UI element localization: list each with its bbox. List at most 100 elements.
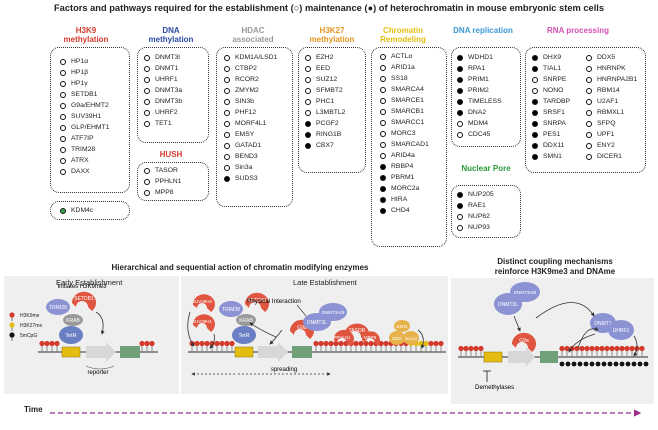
open-circle-icon xyxy=(60,80,66,87)
filled-circle-icon xyxy=(457,202,463,209)
box-remodeling xyxy=(371,47,447,247)
legend-item: H3K27me xyxy=(7,321,42,331)
factor-name: RBMXL1 xyxy=(597,109,625,116)
col-head-hdac: HDAC associated xyxy=(232,26,274,44)
list-item: PHC1 xyxy=(305,96,345,107)
factor-name: SFPQ xyxy=(597,120,616,127)
histone-mark xyxy=(624,345,630,352)
list-item: SUZ12 xyxy=(305,74,345,85)
list-item: L3MBTL2 xyxy=(305,107,345,118)
factor-name: PCGF2 xyxy=(316,120,339,127)
nucleosome-box xyxy=(120,346,140,358)
legend: H3K9me H3K27me 5mCpG xyxy=(7,311,42,341)
factor-name: SNRPE xyxy=(543,76,567,83)
uhrf1-label: UHRF1 xyxy=(613,328,630,334)
list-item: DHX9 xyxy=(532,52,570,63)
cpg-methyl-mark xyxy=(601,361,607,367)
open-circle-icon xyxy=(305,54,311,61)
histone-mark xyxy=(589,345,595,352)
open-circle-icon xyxy=(380,119,386,126)
kdm4c-label: KDM4c xyxy=(71,207,94,214)
filled-circle-icon xyxy=(305,120,311,127)
histone-mark xyxy=(313,340,319,347)
list-item: TIMELESS xyxy=(457,96,502,107)
factor-name: ENY2 xyxy=(597,142,615,149)
eed-protein xyxy=(389,331,405,345)
cpg-methyl-mark xyxy=(637,361,643,367)
list-item: DICER1 xyxy=(586,151,637,162)
open-circle-icon xyxy=(60,113,66,120)
factor-name: BEND3 xyxy=(235,153,258,160)
h3k27me-marker-icon xyxy=(9,321,15,331)
cpg-methyl-mark xyxy=(625,361,631,367)
tetr-binding-site xyxy=(61,346,81,358)
list-item: SNRPA xyxy=(532,118,570,129)
factor-name: NUP93 xyxy=(468,224,490,231)
list-item: SETDB1 xyxy=(60,89,110,100)
section-title-right-2: reinforce H3K9me3 and DNAme xyxy=(494,267,616,276)
list-item: TRIM28 xyxy=(60,144,110,155)
list-item: HNRNPA2B1 xyxy=(586,74,637,85)
filled-circle-icon xyxy=(457,54,463,61)
trim28-protein xyxy=(46,299,70,315)
factor-name: EZH2 xyxy=(316,54,334,61)
factor-name: SMARCE1 xyxy=(391,97,424,104)
reporter-gene-arrow xyxy=(258,342,288,362)
factor-name: DNMT1 xyxy=(155,65,179,72)
histone-mark xyxy=(39,340,45,347)
cpg-methyl-mark xyxy=(565,361,571,367)
list-item: MORF4L1 xyxy=(224,118,277,129)
factor-name: DDX5 xyxy=(597,54,616,61)
filled-circle-icon xyxy=(380,185,386,192)
factor-name: SMN1 xyxy=(543,153,562,160)
cpg-methyl-mark xyxy=(559,361,565,367)
factor-name: CDC45 xyxy=(468,131,491,138)
list-item: G9a/EHMT2 xyxy=(60,100,110,111)
factor-name: SMARCC1 xyxy=(391,119,425,126)
coupling-diagram: DNMT3L DNMT3A/B G9a DNMT1 UHRF1 Demethyl… xyxy=(458,282,649,391)
open-circle-icon xyxy=(380,130,386,137)
list-item: SMN1 xyxy=(532,151,570,162)
suz12-protein xyxy=(403,331,419,345)
factor-name: UPF1 xyxy=(597,131,615,138)
histone-mark xyxy=(614,345,620,352)
filled-circle-icon xyxy=(305,142,311,149)
mpp8-protein xyxy=(362,331,380,346)
krab-label: KRAB xyxy=(239,318,253,324)
suv39h2-protein xyxy=(192,294,215,312)
legend-item: H3K9me xyxy=(7,311,42,321)
open-circle-icon xyxy=(60,102,66,109)
histone-mark xyxy=(604,345,610,352)
histone-mark xyxy=(194,340,200,347)
open-circle-icon xyxy=(305,87,311,94)
dnmt3ab-label: DNMT3A/B xyxy=(322,310,345,315)
open-circle-icon xyxy=(586,153,592,160)
factor-name: SMARCA4 xyxy=(391,86,424,93)
tasor-label: TASOR xyxy=(349,328,366,334)
list-item: NUP205 xyxy=(457,189,494,200)
factor-name: RBBP4 xyxy=(391,163,414,170)
factor-name: HIRA xyxy=(391,196,408,203)
list-item: GLP/EHMT1 xyxy=(60,122,110,133)
green-dot-icon xyxy=(60,207,66,214)
list-item: HIRA xyxy=(380,194,429,205)
open-circle-icon xyxy=(457,131,463,138)
box-replication xyxy=(451,47,521,147)
factor-name: HNRNPA2B1 xyxy=(597,76,638,83)
factor-name: RPA1 xyxy=(468,65,486,72)
open-circle-icon xyxy=(144,65,150,72)
list-item: Sin3a xyxy=(224,162,277,173)
setdb1-label: SETDB1 xyxy=(247,298,267,304)
g9a-protein xyxy=(511,332,536,352)
factor-name: SIN3b xyxy=(235,98,254,105)
open-circle-icon xyxy=(380,152,386,159)
factor-name: DNA2 xyxy=(468,109,487,116)
histone-mark xyxy=(458,345,464,352)
list-item: KDM1A/LSD1 xyxy=(224,52,277,63)
factor-name: HNRNPK xyxy=(597,65,626,72)
list-item: DNMT3l xyxy=(144,52,182,63)
panel-late-title: Late Establishment xyxy=(293,278,357,287)
